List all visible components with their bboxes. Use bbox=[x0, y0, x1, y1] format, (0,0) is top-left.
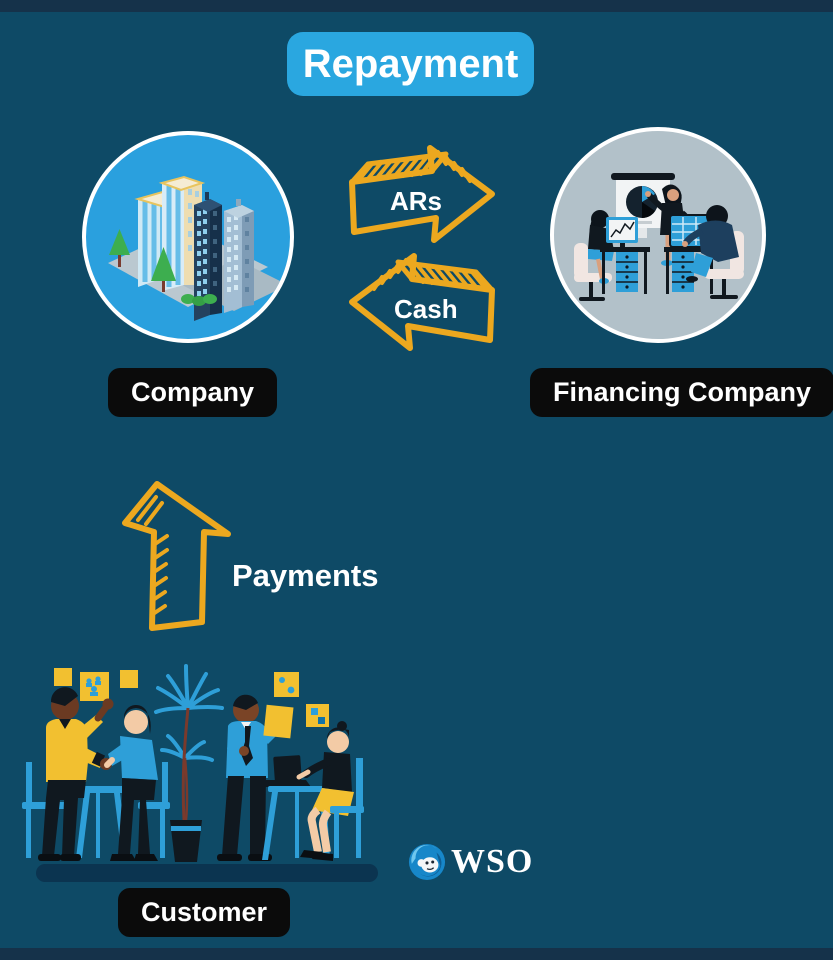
financing-office-illustration bbox=[574, 173, 744, 301]
page-title: Repayment bbox=[302, 41, 519, 86]
payments-arrow bbox=[112, 476, 237, 634]
arrow-right-icon bbox=[349, 145, 495, 243]
top-border-strip bbox=[0, 0, 833, 12]
payments-arrow-label: Payments bbox=[232, 558, 379, 593]
cash-arrow: Cash bbox=[346, 244, 500, 356]
ars-arrow-label: ARs bbox=[389, 186, 442, 216]
customer-illustration bbox=[22, 664, 378, 882]
company-label: Company bbox=[108, 368, 278, 417]
cash-arrow-label: Cash bbox=[394, 294, 458, 324]
company-circle bbox=[82, 131, 294, 343]
arrow-up-icon bbox=[122, 481, 231, 631]
company-buildings-illustration bbox=[108, 175, 288, 321]
wso-monkey-icon bbox=[408, 843, 446, 881]
wso-logo-text: WSO bbox=[451, 843, 534, 880]
financing-company-circle bbox=[550, 127, 766, 343]
financing-company-label: Financing Company bbox=[530, 368, 833, 417]
ars-arrow: ARs bbox=[346, 136, 500, 248]
arrow-left-icon bbox=[349, 253, 495, 351]
title-badge: Repayment bbox=[287, 32, 534, 96]
wso-logo: WSO bbox=[408, 842, 533, 882]
bottom-border-strip bbox=[0, 948, 833, 960]
customer-label: Customer bbox=[118, 888, 291, 937]
